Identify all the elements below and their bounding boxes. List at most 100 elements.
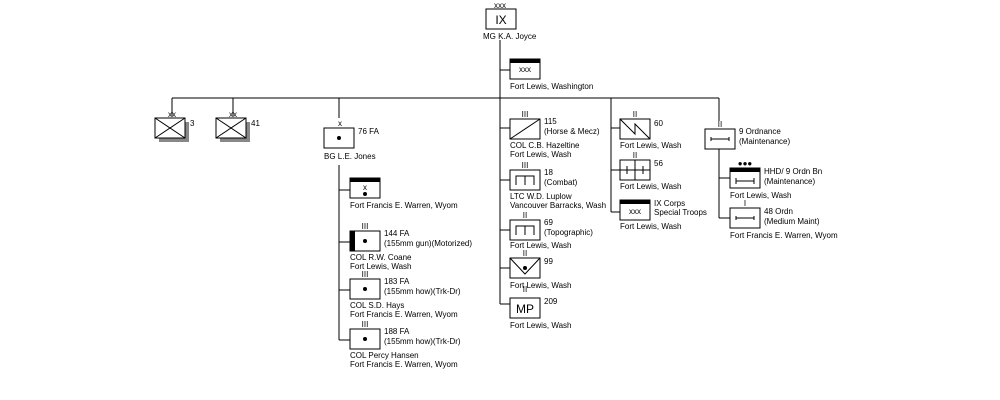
eng-18-name: 18 <box>544 168 553 177</box>
sig-60-location: Fort Lewis, Wash <box>620 141 682 150</box>
unit-99-echelon: II <box>523 249 527 258</box>
div-41-label: 41 <box>251 119 260 128</box>
hhd-9-echelon: ●●● <box>738 159 753 168</box>
mp-209-symbol <box>509 297 541 319</box>
hhd-9-name: HHD/ 9 Ordn Bn <box>764 167 822 176</box>
signal-zigzag-icon <box>619 118 651 140</box>
fa-183-location: Fort Francis E. Warren, Wyom <box>350 310 458 319</box>
unit-99-node: II 99 Fort Lewis, Wash <box>509 249 572 290</box>
fa-183-sub: (155mm how)(Trk-Dr) <box>384 287 461 296</box>
fa-144-location: Fort Lewis, Wash <box>350 262 412 271</box>
special-troops-name: IX Corps <box>654 199 685 208</box>
div-41-echelon: xx <box>229 110 237 119</box>
div-3-label: 3 <box>190 119 195 128</box>
artillery-dot-icon <box>363 192 367 196</box>
hhd-9-sub: (Maintenance) <box>764 177 815 186</box>
fa-188-commander: COL Percy Hansen <box>350 351 419 360</box>
div-41-node: xx 41 <box>215 110 260 142</box>
mp-209-echelon: II <box>523 285 527 294</box>
med-56-name: 56 <box>654 159 663 168</box>
fa-76-hq-echelon: x <box>363 183 367 192</box>
fa-76-node: x 76 FA BG L.E. Jones <box>323 119 380 161</box>
fa-183-name: 183 FA <box>384 277 410 286</box>
maintenance-wrench-icon <box>735 216 755 220</box>
motorized-bar-icon <box>350 231 355 251</box>
sig-60-echelon: II <box>633 110 637 119</box>
fa-144-node: III 144 FA (155mm gun)(Motorized) COL R.… <box>349 222 472 271</box>
eng-18-sub: (Combat) <box>544 178 578 187</box>
connector-lines <box>171 40 730 341</box>
special-troops-echelon: xxx <box>629 207 641 216</box>
hq-bar-icon <box>730 168 760 172</box>
ord-48-sub: (Medium Maint) <box>764 217 820 226</box>
fa-144-name: 144 FA <box>384 229 410 238</box>
ord-48-location: Fort Francis E. Warren, Wyom <box>730 231 838 240</box>
hq-location: Fort Lewis, Washington <box>510 82 593 91</box>
med-56-location: Fort Lewis, Wash <box>620 182 682 191</box>
engineer-castle-icon <box>515 175 535 185</box>
mp-209-name: 209 <box>544 297 558 306</box>
ord-9-sub: (Maintenance) <box>739 137 790 146</box>
fa-76-label: 76 FA <box>358 127 380 136</box>
hq-bar-icon <box>350 178 380 182</box>
chevron-down-icon <box>509 257 541 275</box>
ix-corps-commander: MG K.A. Joyce <box>483 32 537 41</box>
eng-69-sub: (Topographic) <box>544 228 593 237</box>
eng-69-name: 69 <box>544 218 553 227</box>
eng-18-location: Vancouver Barracks, Wash <box>510 201 606 210</box>
eng-69-location: Fort Lewis, Wash <box>510 241 572 250</box>
sig-60-node: II 60 Fort Lewis, Wash <box>619 110 682 150</box>
ord-48-echelon: I <box>744 199 746 208</box>
cav-115-commander: COL C.B. Hazeltine <box>510 141 580 150</box>
fa-183-commander: COL S.D. Hays <box>350 301 404 310</box>
hq-echelon: xxx <box>519 65 531 74</box>
eng-18-commander: LTC W.D. Luplow <box>510 192 572 201</box>
ord-9-node: II 9 Ordnance (Maintenance) <box>704 120 790 150</box>
ord-9-name: 9 Ordnance <box>739 127 781 136</box>
fa-188-echelon: III <box>362 320 369 329</box>
artillery-dot-icon <box>523 266 527 270</box>
mp-209-location: Fort Lewis, Wash <box>510 321 572 330</box>
cav-115-location: Fort Lewis, Wash <box>510 150 572 159</box>
ix-corps-symbol <box>485 8 517 30</box>
ix-corps-node: xxx IX MG K.A. Joyce <box>483 1 537 41</box>
med-56-echelon: II <box>633 151 637 160</box>
sig-60-name: 60 <box>654 119 663 128</box>
engineer-castle-icon <box>515 225 535 235</box>
div-3-echelon: xx <box>168 110 176 119</box>
ord-48-name: 48 Ordn <box>764 207 793 216</box>
maintenance-wrench-icon <box>735 178 755 184</box>
mp-symbol-text: MP <box>516 302 534 316</box>
ix-corps-label: IX <box>495 13 506 27</box>
fa-76-echelon: x <box>338 119 342 128</box>
hhd-9-location: Fort Lewis, Wash <box>730 191 792 200</box>
fa-144-sub: (155mm gun)(Motorized) <box>384 239 472 248</box>
artillery-dot-icon <box>363 239 367 243</box>
fa-188-location: Fort Francis E. Warren, Wyom <box>350 360 458 369</box>
fa-76-hq-location: Fort Francis E. Warren, Wyom <box>350 201 458 210</box>
artillery-dot-icon <box>363 337 367 341</box>
div-3-node: xx 3 <box>154 110 195 142</box>
cavalry-slash-icon <box>509 118 541 140</box>
ord-9-echelon: II <box>718 120 722 129</box>
special-troops-location: Fort Lewis, Wash <box>620 222 682 231</box>
hq-bar-icon <box>620 200 650 204</box>
fa-144-commander: COL R.W. Coane <box>350 253 412 262</box>
unit-99-name: 99 <box>544 257 553 266</box>
eng-69-node: II 69 (Topographic) Fort Lewis, Wash <box>509 211 593 250</box>
eng-69-echelon: II <box>523 211 527 220</box>
med-56-node: II 56 Fort Lewis, Wash <box>619 151 682 191</box>
eng-18-node: III 18 (Combat) LTC W.D. Luplow Vancouve… <box>509 161 606 210</box>
echelon-mark: xxx <box>494 1 506 10</box>
fa-144-echelon: III <box>362 222 369 231</box>
hhd-9-node: ●●● HHD/ 9 Ordn Bn (Maintenance) Fort Le… <box>729 159 822 200</box>
hq-node: xxx Fort Lewis, Washington <box>509 58 593 91</box>
cav-115-echelon: III <box>522 110 529 119</box>
fa-76-hq-node: x Fort Francis E. Warren, Wyom <box>349 177 458 210</box>
fa-188-sub: (155mm how)(Trk-Dr) <box>384 337 461 346</box>
hq-bar-icon <box>510 59 540 63</box>
special-troops-node: xxx IX Corps Special Troops Fort Lewis, … <box>619 199 707 231</box>
maintenance-wrench-icon <box>710 137 730 141</box>
unit-99-location: Fort Lewis, Wash <box>510 281 572 290</box>
